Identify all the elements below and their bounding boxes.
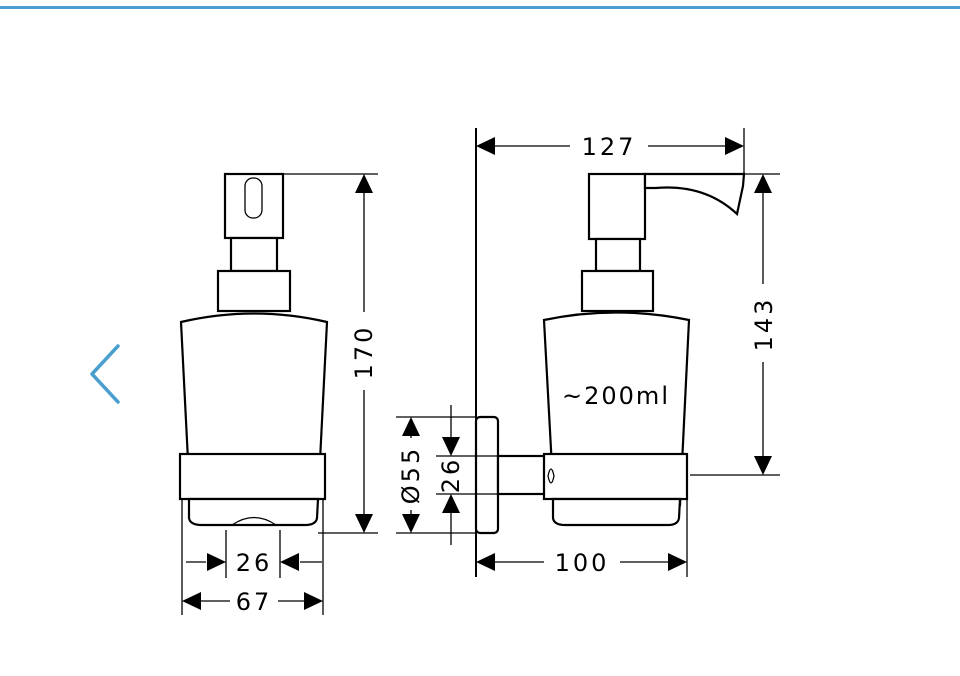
front-nozzle-slot	[244, 177, 263, 219]
dim-bottom-outer: 67	[181, 500, 324, 616]
front-pump-head	[223, 172, 285, 240]
bracket-height-label: 26	[437, 457, 465, 494]
height-side-label: 143	[750, 297, 778, 352]
top-accent-bar	[0, 6, 960, 9]
dim-bracket-height: 26	[436, 405, 498, 545]
front-pump-stem	[229, 236, 279, 273]
side-pump-stem	[594, 237, 642, 273]
front-holder-band	[178, 452, 327, 501]
bottom-outer-label: 67	[236, 588, 273, 616]
chevron-left-icon	[90, 344, 120, 404]
depth-wall-label: 100	[555, 549, 610, 577]
side-pump-collar	[580, 269, 655, 313]
side-holder-band	[542, 452, 689, 501]
side-pump-head	[587, 172, 647, 241]
dim-height-front: 170	[283, 173, 378, 534]
flange-diameter-label: Ø55	[397, 446, 425, 504]
dim-depth-total: 127	[476, 128, 745, 174]
front-glass-base	[187, 497, 320, 527]
side-band-screw	[547, 468, 555, 484]
wall-flange	[474, 415, 500, 535]
capacity-label: ~200ml	[562, 382, 670, 410]
side-view: ~200ml	[474, 128, 746, 577]
front-view	[178, 172, 329, 527]
side-spout	[643, 172, 746, 217]
dim-bottom-inner: 26	[186, 530, 322, 578]
front-base-curve	[231, 516, 277, 526]
wall-bracket-arm	[496, 454, 550, 496]
dim-flange-diameter: Ø55	[396, 416, 476, 534]
height-front-label: 170	[350, 325, 378, 380]
dim-height-side: 143	[690, 173, 780, 476]
dim-depth-wall: 100	[476, 500, 688, 577]
bottom-inner-label: 26	[236, 549, 273, 577]
previous-image-button[interactable]	[86, 340, 126, 410]
front-pump-collar	[216, 269, 292, 313]
depth-total-label: 127	[582, 133, 637, 161]
side-glass-base	[551, 497, 682, 527]
